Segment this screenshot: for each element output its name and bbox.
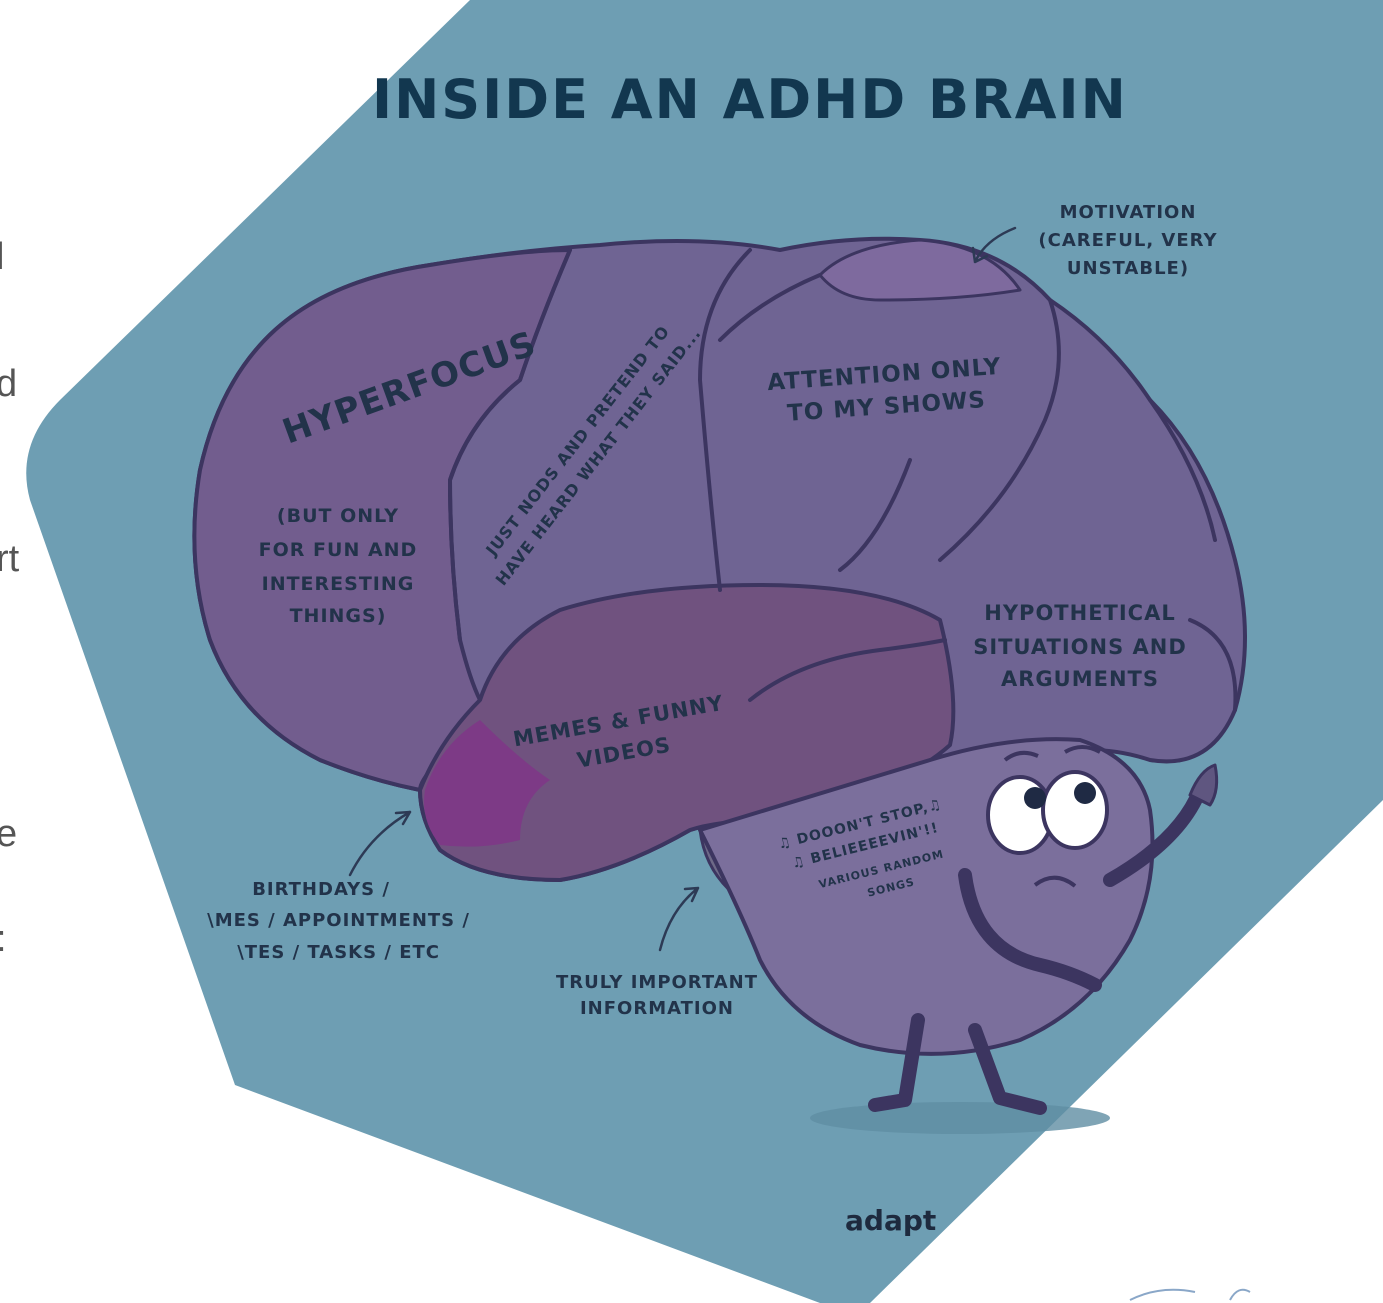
label-line: THINGS) — [290, 605, 387, 627]
label-line: SITUATIONS AND — [973, 635, 1187, 659]
label-line: INTERESTING — [262, 573, 415, 595]
left-pupil — [1024, 787, 1046, 809]
brand-logo-text: adapt — [845, 1204, 936, 1237]
label-line: \MES / APPOINTMENTS / — [207, 910, 470, 931]
hypothetical-label: HYPOTHETICAL SITUATIONS AND ARGUMENTS — [973, 601, 1187, 691]
label-line: (CAREFUL, VERY — [1038, 230, 1217, 251]
label-line: TRULY IMPORTANT — [556, 972, 758, 993]
label-line: HYPOTHETICAL — [984, 601, 1175, 625]
label-line: UNSTABLE) — [1067, 258, 1189, 279]
page-title: INSIDE AN ADHD BRAIN — [372, 68, 1128, 131]
label-line: FOR FUN AND — [259, 539, 418, 561]
ground-shadow — [810, 1102, 1110, 1134]
signature — [1130, 1290, 1250, 1300]
label-line: \TES / TASKS / ETC — [237, 942, 440, 963]
label-line: MOTIVATION — [1060, 202, 1197, 223]
label-line: (BUT ONLY — [277, 505, 399, 527]
label-line: BIRTHDAYS / — [252, 879, 390, 900]
label-line: INFORMATION — [580, 998, 734, 1019]
right-pupil — [1074, 782, 1096, 804]
label-line: ARGUMENTS — [1001, 667, 1159, 691]
right-eye — [1043, 772, 1107, 848]
